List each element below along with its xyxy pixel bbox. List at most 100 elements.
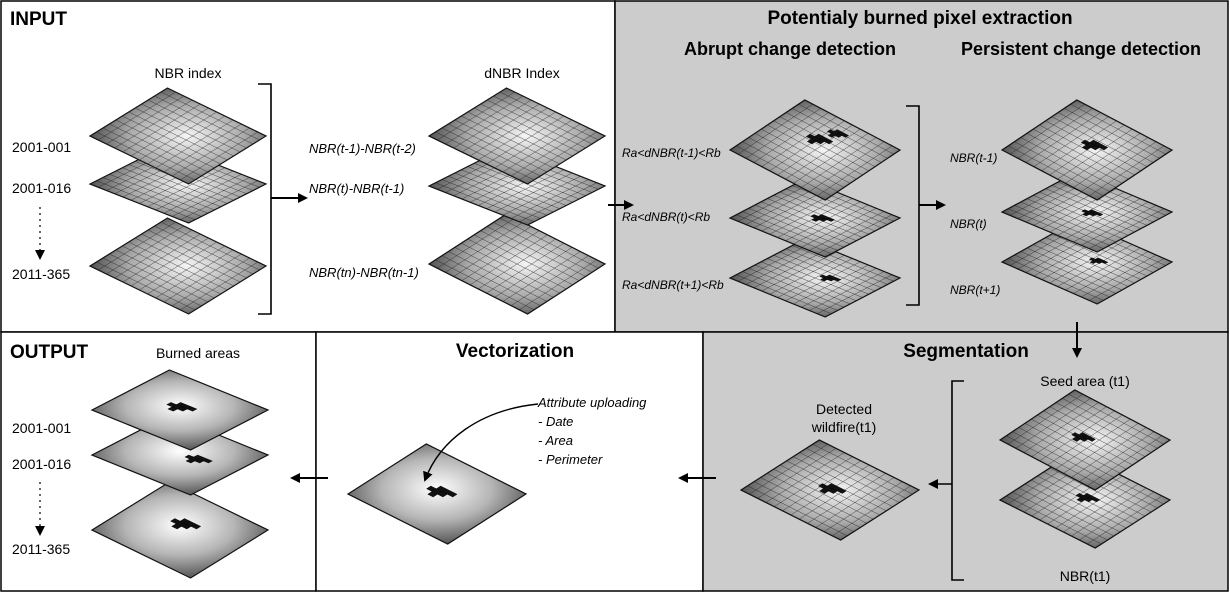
segmentation-bracket: [951, 380, 964, 581]
burned-pixel: [811, 217, 820, 222]
burned-pixel: [806, 138, 817, 145]
dnbr-index-label: dNBR Index: [484, 65, 559, 81]
burned-pixel: [203, 458, 213, 464]
map-layer: [427, 213, 607, 315]
map-layer: [998, 389, 1172, 491]
burned-pixel: [166, 402, 177, 408]
map-layer: [998, 451, 1172, 549]
vectorization-title: Vectorization: [456, 341, 574, 362]
extraction-title: Potentialy burned pixel extraction: [767, 8, 1072, 29]
map-layer: [728, 99, 902, 201]
map-layer: [346, 443, 528, 545]
burned-pixel: [1081, 144, 1092, 151]
map-layer: [427, 87, 607, 185]
burned-pixel: [1087, 436, 1096, 442]
burned-pixel: [827, 133, 836, 138]
layer-grid: [1006, 455, 1164, 545]
detected-wildfire-layer: [739, 439, 921, 541]
burned-pixel: [1088, 257, 1096, 261]
burned-pixel: [185, 458, 196, 464]
burned-pixel: [1089, 260, 1097, 264]
burned-pixel: [1080, 139, 1091, 146]
layer-grid: [747, 443, 913, 537]
output-date-2: 2001-016: [12, 456, 71, 472]
layer-grid: [435, 91, 599, 181]
burned-pixel: [170, 518, 181, 524]
map-layer: [88, 217, 268, 315]
seed-area-label: Seed area (t1): [1040, 373, 1130, 389]
attribute-perimeter: - Perimeter: [538, 452, 603, 467]
persistent-label-1: NBR(t-1): [950, 151, 997, 165]
layer-grid: [96, 221, 260, 311]
burned-pixel: [805, 133, 816, 140]
map-layer: [88, 87, 268, 185]
output-title: OUTPUT: [10, 342, 89, 363]
abrupt-rule-1: Ra<dNBR(t-1)<Rb: [622, 146, 721, 160]
input-title: INPUT: [10, 9, 67, 30]
dnbr-layer-stack: [427, 87, 607, 315]
burned-pixel: [1076, 497, 1085, 503]
abrupt-layer-stack: [728, 99, 902, 318]
burned-pixel: [819, 488, 829, 494]
burned-pixel: [823, 138, 834, 145]
map-layer: [739, 439, 921, 541]
detected-label-line1: Detected: [816, 401, 872, 417]
burned-pixel: [1091, 497, 1101, 503]
burned-pixel: [1081, 209, 1089, 214]
burned-pixel: [810, 214, 819, 219]
burned-pixel: [1095, 212, 1104, 217]
layer-grid: [1008, 223, 1166, 301]
burned-pixel: [167, 406, 179, 412]
burned-pixel: [819, 274, 827, 279]
persistent-label-2: NBR(t): [950, 217, 987, 231]
map-layer: [728, 238, 902, 318]
map-layer: [1000, 171, 1174, 253]
attribute-curve-arrow: [423, 403, 539, 482]
layer-grid: [96, 91, 260, 181]
burned-pixel: [426, 485, 437, 492]
map-layer: [1000, 219, 1174, 305]
burned-pixel: [1072, 436, 1081, 442]
formula-1: NBR(t-1)-NBR(t-2): [309, 141, 416, 156]
burned-pixel: [826, 129, 835, 134]
output-date-1: 2001-001: [12, 420, 71, 436]
burned-pixel: [427, 491, 438, 498]
persistent-title: Persistent change detection: [961, 39, 1201, 59]
seg-nbr-label: NBR(t1): [1060, 568, 1111, 584]
attribute-title: Attribute uploading: [537, 395, 647, 410]
burned-pixel: [1098, 144, 1109, 151]
attribute-date: - Date: [538, 414, 573, 429]
nbr-layer-stack: [88, 87, 268, 315]
burned-pixel: [818, 483, 828, 489]
burned-pixel: [446, 491, 458, 498]
attribute-area: - Area: [538, 433, 573, 448]
layer-surface: [90, 481, 270, 579]
segmentation-layer-stack: [998, 389, 1172, 549]
burned-pixel: [1101, 260, 1109, 264]
burned-areas-label: Burned areas: [156, 345, 240, 361]
burned-pixel: [841, 133, 849, 138]
burned-pixel: [1082, 212, 1090, 217]
burned-pixel: [184, 454, 195, 460]
date-label-3: 2011-365: [12, 266, 70, 282]
burned-pixel: [1075, 493, 1085, 498]
abrupt-title: Abrupt change detection: [684, 39, 896, 59]
nbr-index-label: NBR index: [155, 65, 222, 81]
date-label-2: 2001-016: [12, 180, 71, 196]
burned-pixel: [826, 217, 836, 222]
burned-pixel: [171, 523, 182, 530]
segmentation-panel: [702, 331, 1229, 592]
burned-pixel: [833, 277, 842, 282]
formula-3: NBR(tn)-NBR(tn-1): [309, 265, 419, 280]
map-layer: [728, 178, 902, 258]
burned-pixel: [186, 406, 198, 412]
layer-grid: [1008, 175, 1166, 249]
output-date-3: 2011-365: [12, 541, 70, 557]
burned-pixel: [836, 488, 847, 494]
layer-grid: [1008, 103, 1166, 197]
layer-grid: [1006, 393, 1164, 487]
burned-pixel: [190, 523, 202, 530]
vectorization-panel: [315, 331, 704, 592]
